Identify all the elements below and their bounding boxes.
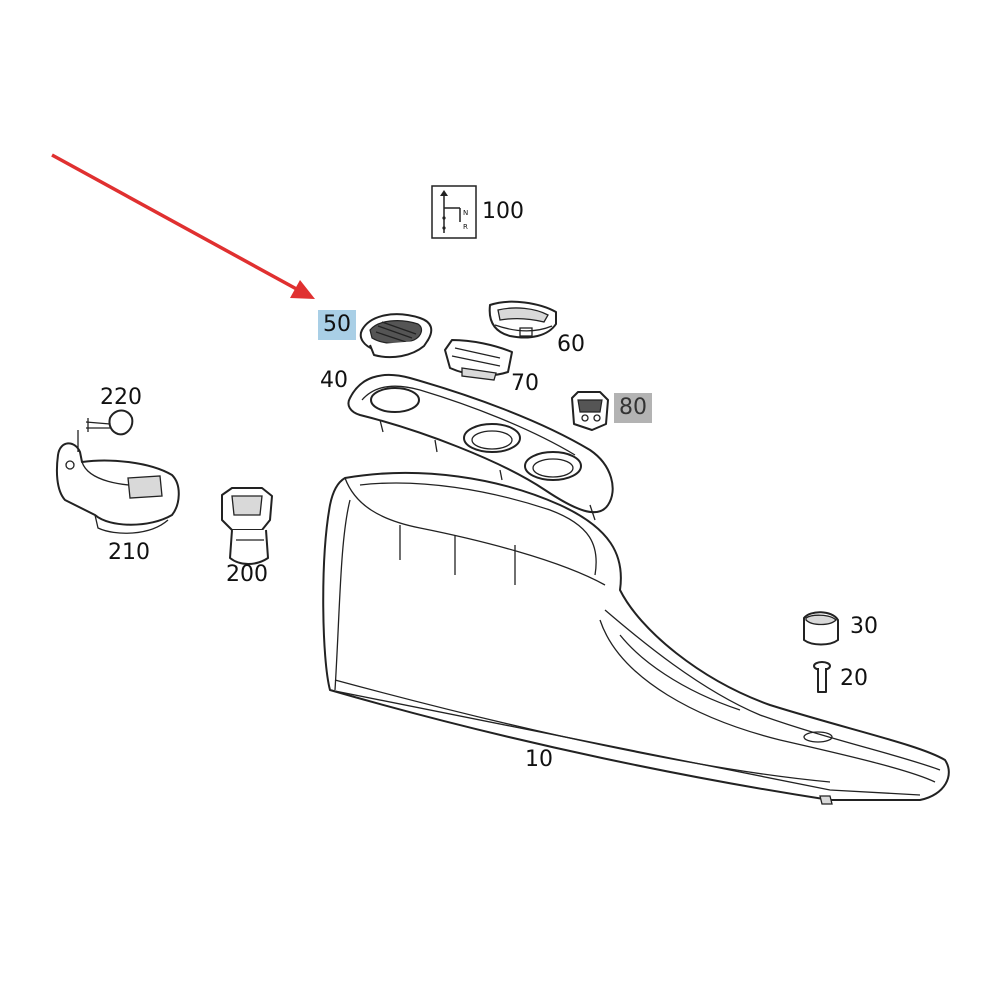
callout-200: 200 xyxy=(226,562,268,587)
part-60-switch-panel xyxy=(488,300,557,339)
part-30-cap xyxy=(803,611,839,646)
part-210-bin xyxy=(55,430,180,534)
callout-220: 220 xyxy=(100,385,142,410)
part-10-console-body xyxy=(322,471,950,805)
gear-label-r: R xyxy=(463,223,468,231)
callout-30: 30 xyxy=(850,614,878,639)
shift-pattern-symbol xyxy=(431,185,477,239)
callout-40: 40 xyxy=(320,368,348,393)
callout-10: 10 xyxy=(525,747,553,772)
callout-70: 70 xyxy=(511,371,539,396)
part-50-shift-gaiter xyxy=(359,313,433,359)
gear-label-n: N xyxy=(463,209,469,217)
callout-100: 100 xyxy=(482,199,524,224)
part-20-pin xyxy=(813,661,831,693)
callout-210: 210 xyxy=(108,540,150,565)
red-pointer-arrow xyxy=(51,153,315,299)
callout-20: 20 xyxy=(840,666,868,691)
callout-60: 60 xyxy=(557,332,585,357)
part-70-tray-insert xyxy=(444,339,513,381)
part-200-holder xyxy=(221,487,273,565)
part-80-switch xyxy=(571,391,609,431)
callout-80-highlighted[interactable]: 80 xyxy=(614,393,652,423)
callout-50-highlighted[interactable]: 50 xyxy=(318,310,356,340)
part-220-screw xyxy=(85,409,134,436)
part-40-top-trim-bezel xyxy=(347,373,614,521)
